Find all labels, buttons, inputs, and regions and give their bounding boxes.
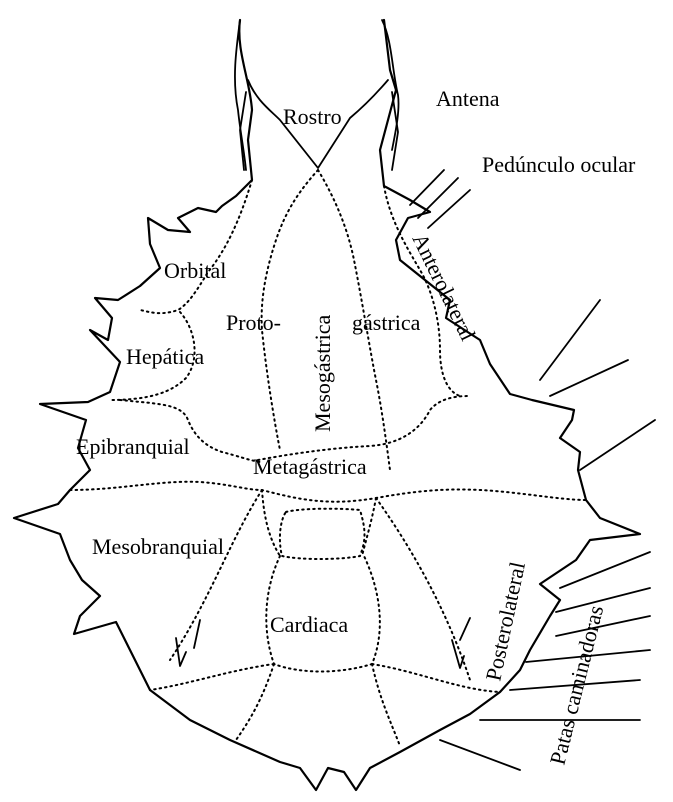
label-mesogastrica: Mesogástrica <box>310 314 335 432</box>
label-peduncle: Pedúnculo ocular <box>482 152 636 177</box>
label-antena: Antena <box>436 86 500 111</box>
label-metagastrica: Metagástrica <box>253 454 367 479</box>
metagastric-boundary <box>258 396 470 460</box>
label-orbital: Orbital <box>164 258 226 283</box>
eye-peduncle <box>410 170 470 228</box>
branchial-line <box>70 482 586 502</box>
orbital-boundary <box>140 180 252 313</box>
label-proto: Proto- <box>226 310 281 335</box>
spine-left <box>176 620 200 666</box>
label-epibranquial: Epibranquial <box>76 434 190 459</box>
label-cardiaca: Cardiaca <box>270 612 348 637</box>
posterior-lines <box>150 664 500 746</box>
cardiac-region <box>280 509 365 559</box>
label-gastrica: gástrica <box>352 310 421 335</box>
label-patas: Patas caminadoras <box>545 603 609 767</box>
label-rostro: Rostro <box>283 104 342 129</box>
label-mesobranquial: Mesobranquial <box>92 534 224 559</box>
posterolateral-arc <box>170 490 470 680</box>
label-hepatica: Hepática <box>126 344 204 369</box>
spine-right <box>452 618 470 668</box>
